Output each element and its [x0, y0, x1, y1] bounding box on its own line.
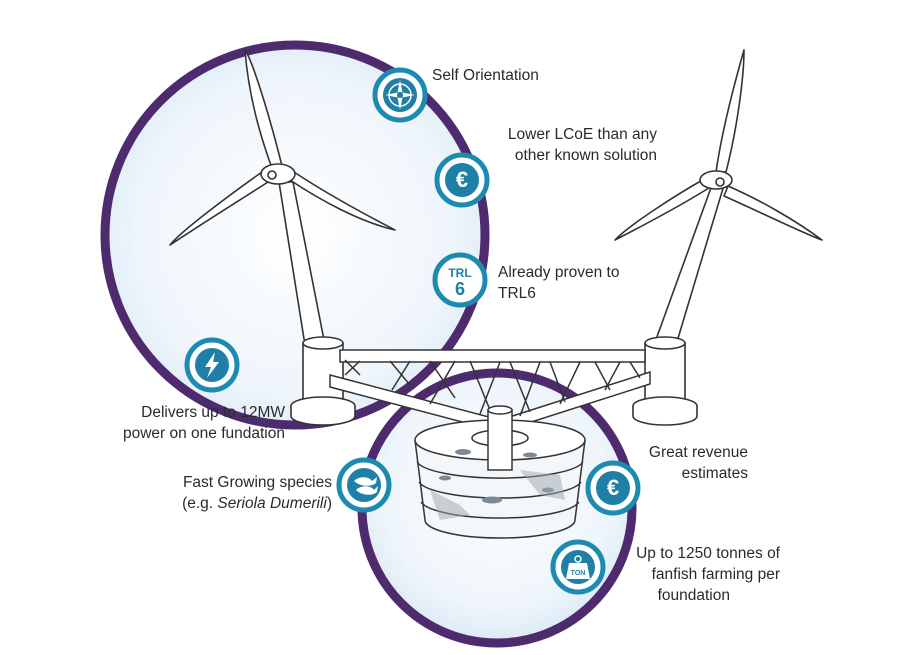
tonnes-label: Up to 1250 tonnes of fanfish farming per… — [605, 543, 780, 606]
lightning-icon — [184, 337, 240, 393]
compass-icon — [372, 67, 428, 123]
species-label: Fast Growing species (e.g. Seriola Dumer… — [140, 472, 332, 514]
species-suffix: ) — [326, 495, 332, 512]
left-wind-turbine — [169, 49, 396, 426]
lcoe-text-2: other known solution — [514, 147, 657, 164]
power-text-1: Delivers up to 12MW — [141, 404, 285, 421]
revenue-text-1: Great revenue — [648, 444, 748, 461]
species-text-2: (e.g. Seriola Dumerili) — [140, 493, 332, 514]
trl-text-2: TRL6 — [498, 285, 536, 302]
lcoe-euro-icon: € — [434, 152, 490, 208]
trl-label: Already proven to TRL6 — [498, 262, 620, 304]
svg-text:6: 6 — [455, 279, 465, 299]
svg-text:€: € — [456, 167, 468, 192]
revenue-euro-icon: € — [585, 460, 641, 516]
revenue-label: Great revenue estimates — [620, 442, 748, 484]
fish-icon — [336, 457, 392, 513]
trl6-badge-icon: TRL 6 — [432, 252, 488, 308]
right-wind-turbine — [614, 49, 823, 426]
tonnes-text-1: Up to 1250 tonnes of — [636, 545, 780, 562]
power-label: Delivers up to 12MW power on one fundati… — [80, 402, 285, 444]
species-name: Seriola Dumerili — [217, 495, 327, 512]
fish-cage — [414, 405, 586, 539]
self-orientation-text: Self Orientation — [432, 67, 539, 84]
lcoe-text-1: Lower LCoE than any — [507, 126, 657, 143]
tonnes-text-2: fanfish farming per — [651, 566, 780, 583]
species-text-1: Fast Growing species — [182, 474, 332, 491]
svg-text:TRL: TRL — [448, 266, 471, 280]
power-text-2: power on one fundation — [122, 425, 285, 442]
trl-text-1: Already proven to — [498, 264, 620, 281]
tonnes-text-3: foundation — [657, 587, 730, 604]
weight-icon: TON — [550, 539, 606, 595]
svg-text:TON: TON — [571, 570, 586, 577]
lcoe-label: Lower LCoE than any other known solution — [482, 124, 657, 166]
self-orientation-label: Self Orientation — [432, 65, 539, 86]
svg-text:€: € — [607, 475, 619, 500]
revenue-text-2: estimates — [681, 465, 748, 482]
species-prefix: (e.g. — [182, 495, 218, 512]
